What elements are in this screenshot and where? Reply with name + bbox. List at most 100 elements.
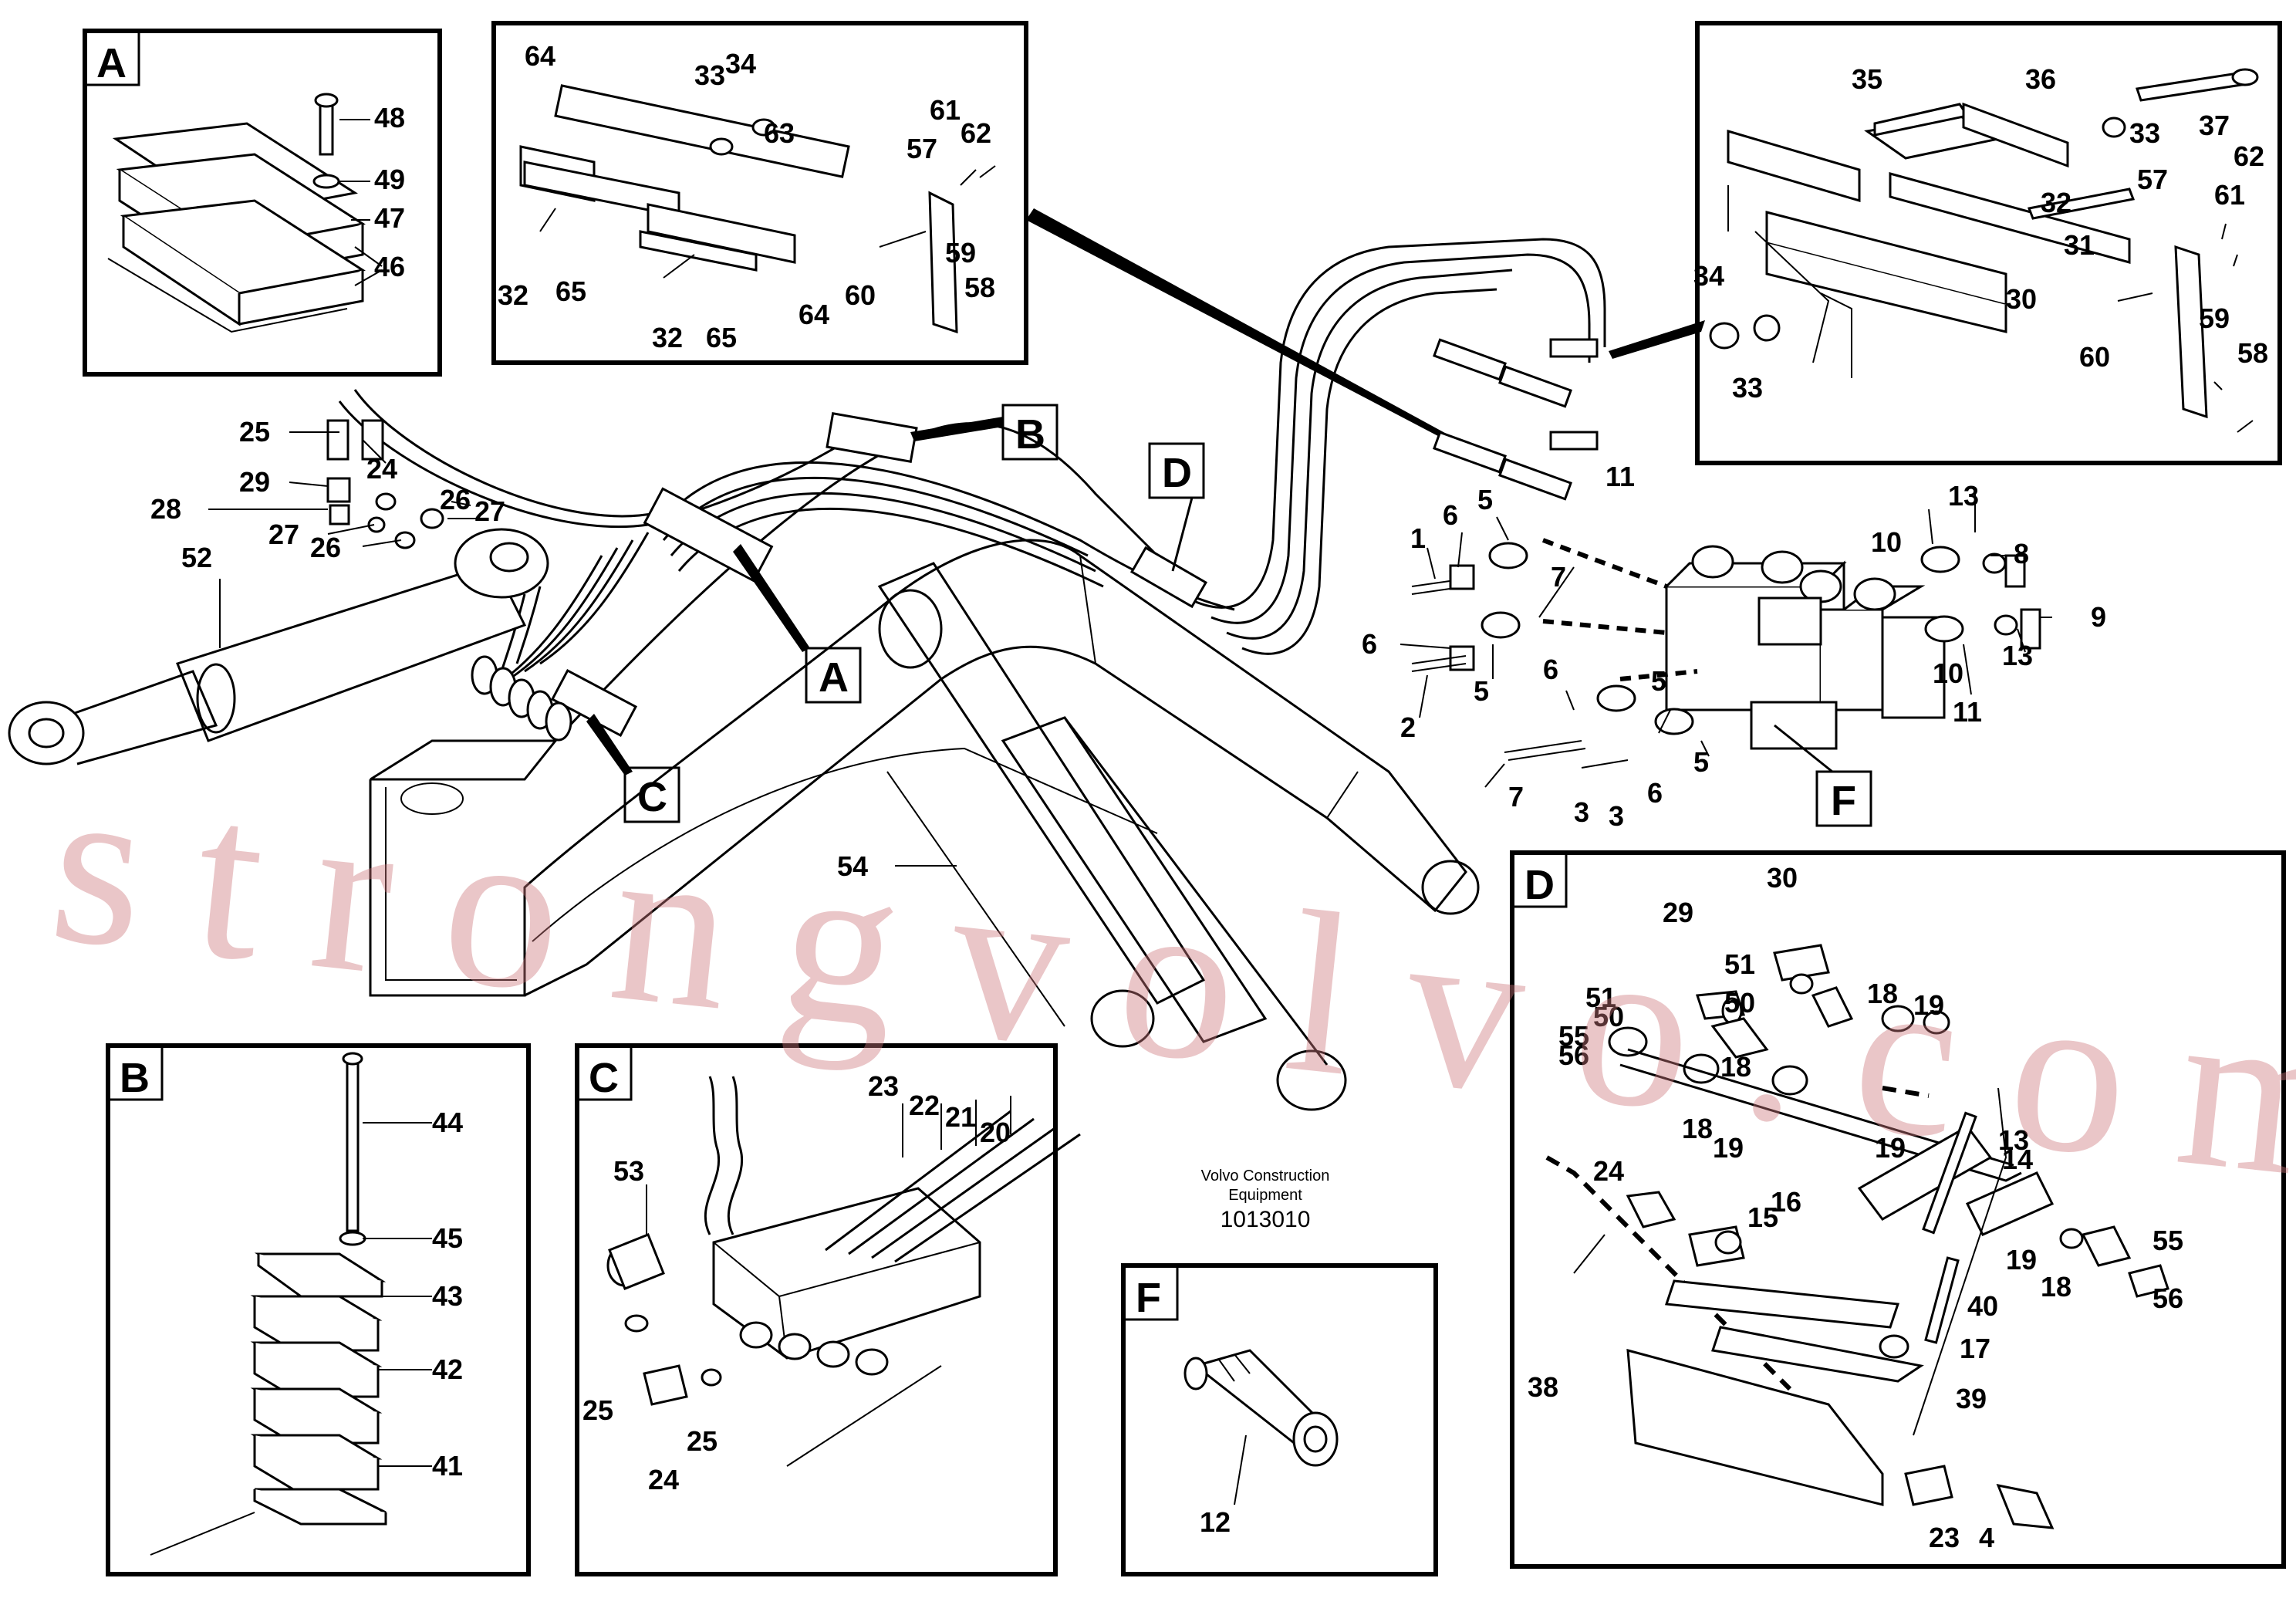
callout-number: 59 (945, 237, 976, 269)
callout-number: 16 (1771, 1186, 1801, 1218)
callout-number: 18 (1682, 1113, 1713, 1144)
callout-number: 65 (706, 322, 737, 353)
callout-number: 23 (1929, 1522, 1960, 1553)
hose-bundle (338, 238, 1606, 688)
callout-number: 24 (1593, 1155, 1624, 1187)
callout-number: 19 (2006, 1244, 2037, 1276)
callout-number: 19 (1875, 1132, 1906, 1164)
leader-wedge-b (910, 417, 1003, 441)
callout-number: 7 (1508, 781, 1524, 813)
inset-a-letter: A (96, 40, 127, 86)
callout-number: 26 (440, 484, 471, 515)
callout-number: 41 (432, 1450, 463, 1482)
callout-number: 60 (845, 279, 876, 311)
callout-number: 18 (1867, 978, 1898, 1009)
callout-number: 5 (1651, 665, 1666, 697)
dashed-connectors (1541, 538, 1698, 681)
valve-block (1665, 545, 1946, 750)
leader-f (1774, 724, 1833, 773)
leader-wedge-c (586, 714, 633, 776)
tag-f: F (1815, 770, 1872, 827)
callout-number: 38 (1528, 1371, 1558, 1403)
callout-number: 40 (1967, 1290, 1998, 1322)
callout-number: 3 (1609, 800, 1624, 832)
callout-number: 49 (374, 164, 405, 195)
callout-number: 2 (1400, 711, 1416, 743)
callout-number: 19 (1913, 989, 1944, 1021)
callout-number: 54 (837, 850, 868, 882)
callout-number: 44 (432, 1107, 463, 1138)
valve-fittings (1411, 542, 2041, 769)
caption-number: 1013010 (1221, 1207, 1311, 1232)
leader-wedge-top-right (1609, 320, 1705, 359)
callout-number: 34 (725, 48, 756, 79)
svg-text:F: F (1831, 778, 1856, 824)
callout-number: 56 (1558, 1039, 1589, 1071)
callout-number: 58 (964, 272, 995, 303)
inset-f-letter: F (1136, 1275, 1161, 1321)
callout-number: 58 (2237, 337, 2268, 369)
leader-d (1171, 497, 1194, 572)
callout-number: 59 (2199, 302, 2230, 334)
callout-number: 32 (652, 322, 683, 353)
svg-text:A: A (819, 654, 849, 701)
tag-d: D (1148, 442, 1205, 499)
callout-number: 1 (1410, 522, 1426, 554)
hose-clamp-sets (1433, 338, 1599, 501)
callout-number: 18 (1720, 1051, 1751, 1083)
callout-number: 20 (980, 1117, 1011, 1148)
hose-fittings (471, 655, 572, 742)
callout-number: 39 (1956, 1383, 1987, 1414)
leader-wedge-a (733, 544, 810, 652)
callout-number: 19 (1713, 1132, 1744, 1164)
callout-number: 5 (1477, 484, 1493, 515)
callout-number: 10 (1933, 657, 1963, 689)
callout-number: 42 (432, 1353, 463, 1385)
callout-number: 6 (1647, 777, 1663, 809)
tag-a: A (805, 647, 862, 704)
callout-number: 31 (2064, 229, 2095, 261)
callout-number: 50 (1593, 1001, 1624, 1032)
callout-number: 32 (2041, 187, 2071, 218)
callout-number: 11 (1606, 461, 1635, 492)
callout-number: 25 (239, 416, 270, 448)
callout-number: 61 (2214, 179, 2245, 211)
inset-b-letter: B (120, 1055, 150, 1101)
callout-number: 62 (2234, 140, 2264, 172)
callout-number: 50 (1724, 987, 1755, 1019)
callout-number: 14 (2002, 1144, 2033, 1175)
callout-number: 32 (498, 279, 528, 311)
callout-number: 55 (2152, 1225, 2183, 1256)
callout-number: 45 (432, 1222, 463, 1254)
callout-number: 29 (1663, 897, 1693, 928)
callout-number: 51 (1585, 982, 1616, 1013)
callout-number: 62 (961, 117, 991, 149)
inset-b: B (106, 1043, 531, 1576)
inset-c: C (575, 1043, 1081, 1576)
callout-number: 33 (2129, 117, 2160, 149)
callout-number: 46 (374, 251, 405, 282)
clamp-c-block (550, 668, 638, 738)
callout-number: 6 (1443, 499, 1458, 531)
hydraulic-cylinder (8, 528, 549, 765)
callout-number: 53 (613, 1155, 644, 1187)
inset-top-center (491, 21, 1028, 365)
callout-number: 33 (1732, 372, 1763, 404)
callout-number: 15 (1747, 1201, 1778, 1233)
callout-number: 52 (181, 542, 212, 573)
callout-number: 57 (2137, 164, 2168, 195)
watermark: strongvolvo.com (41, 732, 2296, 1235)
callout-number: 25 (582, 1394, 613, 1426)
callout-number: 36 (2025, 63, 2056, 95)
callout-number: 64 (799, 299, 829, 330)
caption-line1: Volvo Construction (1201, 1168, 1330, 1184)
callout-number: 13 (1998, 1124, 2029, 1156)
svg-text:D: D (1162, 450, 1192, 496)
callout-number: 18 (2041, 1271, 2071, 1303)
callout-number: 55 (1558, 1020, 1589, 1052)
clamp-d-block (1129, 546, 1208, 609)
callout-number: 7 (1551, 561, 1566, 593)
callout-number: 6 (1543, 654, 1558, 685)
callout-number: 56 (2152, 1282, 2183, 1314)
callout-number: 17 (1960, 1333, 1990, 1364)
